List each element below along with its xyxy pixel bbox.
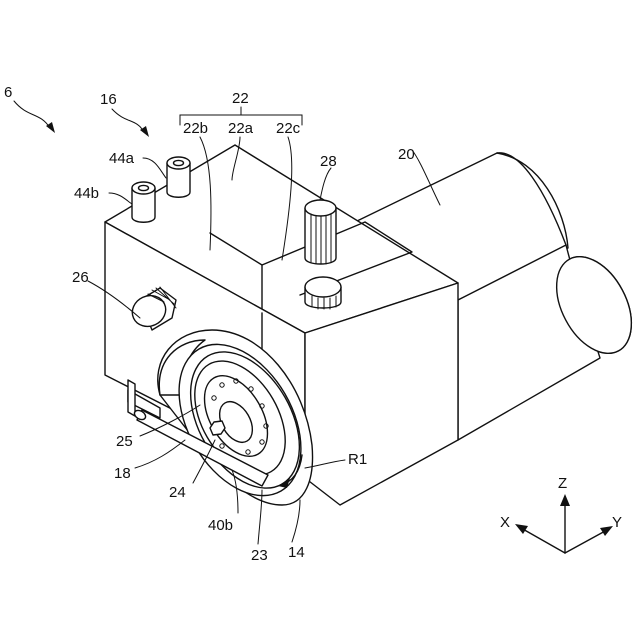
label-23: 23 bbox=[251, 547, 268, 564]
label-14: 14 bbox=[288, 544, 305, 561]
axis-label-z: Z bbox=[558, 475, 567, 492]
label-20: 20 bbox=[398, 146, 415, 163]
label-22b: 22b bbox=[183, 120, 208, 137]
knob-short bbox=[305, 277, 341, 309]
label-44b: 44b bbox=[74, 185, 99, 202]
label-6: 6 bbox=[4, 84, 12, 101]
label-25: 25 bbox=[116, 433, 133, 450]
label-22: 22 bbox=[232, 90, 249, 107]
label-22a: 22a bbox=[228, 120, 254, 137]
coolant-pipe-44a bbox=[167, 157, 190, 197]
label-18: 18 bbox=[114, 465, 131, 482]
label-44a: 44a bbox=[109, 150, 135, 167]
axis-label-x: X bbox=[500, 514, 510, 531]
label-r1: R1 bbox=[348, 451, 367, 468]
label-22c: 22c bbox=[276, 120, 301, 137]
label-40b: 40b bbox=[208, 517, 233, 534]
label-24: 24 bbox=[169, 484, 186, 501]
label-26: 26 bbox=[72, 269, 89, 286]
coolant-pipe-44b bbox=[132, 182, 155, 222]
label-28: 28 bbox=[320, 153, 337, 170]
axis-label-y: Y bbox=[612, 514, 622, 531]
label-16: 16 bbox=[100, 91, 117, 108]
knob-28 bbox=[305, 200, 336, 264]
axes-indicator bbox=[515, 494, 613, 553]
